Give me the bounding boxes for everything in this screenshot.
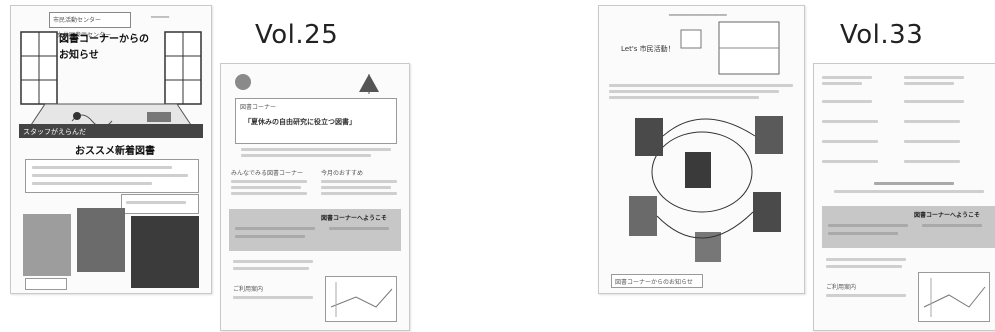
cover-banner: スタッフがえらんだ — [19, 124, 203, 138]
welcome-section: 図書コーナーへようこそ — [822, 206, 995, 248]
cover-footer: 図書コーナーからのお知らせ — [615, 279, 693, 286]
newsletter-thumbnail-vol25-cover[interactable]: 市民活動センター ━━━━━ 男女共同参画センター 図書コーナーからの お知らせ… — [10, 5, 212, 294]
header-box: 市民活動センター — [49, 12, 131, 28]
cover-subtitle: お知らせ — [59, 50, 99, 61]
feature-heading: 「夏休みの自由研究に役立つ図書」 — [244, 118, 356, 126]
book-cover-1 — [23, 214, 71, 276]
cover-small-box — [121, 194, 199, 214]
book-cover-3 — [131, 216, 199, 288]
newsletter-thumbnail-vol25-page2[interactable]: 図書コーナー 「夏休みの自由研究に役立つ図書」 みんなでみる図書コーナー 今月の… — [220, 63, 410, 331]
cover-title: 図書コーナーからの — [59, 34, 149, 45]
footer-text: ご利用案内 — [233, 286, 264, 293]
book-cover-2 — [77, 208, 125, 272]
cover-text-box — [25, 159, 199, 193]
header-illustration — [680, 21, 780, 75]
column2-heading: 今月のおすすめ — [321, 170, 364, 177]
header-line2: 男女共同参画センター — [51, 32, 112, 39]
cover-banner-text: スタッフがえらんだ — [23, 128, 86, 136]
issue-volume-label-25: Vol.25 — [255, 20, 339, 50]
book-caption-1 — [25, 278, 67, 290]
window-illustration — [20, 31, 202, 132]
footer-box: 図書コーナーからのお知らせ — [611, 274, 703, 288]
map-box — [918, 272, 990, 322]
column1-heading: みんなでみる図書コーナー — [231, 170, 304, 177]
issue-volume-label-33: Vol.33 — [840, 20, 924, 50]
newsletter-thumbnail-vol33-cover[interactable]: ━━━━━━━━━━━━━━━━ Let's 市民活動！ 図書コーナーからのお知… — [598, 5, 805, 294]
header-corner: ━━━━━ — [151, 14, 170, 21]
top-note: ━━━━━━━━━━━━━━━━ — [669, 12, 727, 19]
header-line1: 市民活動センター — [53, 17, 102, 24]
cover-title: Let's 市民活動！ — [621, 45, 675, 53]
relation-diagram — [629, 116, 783, 262]
newsletter-thumbnail-vol33-page2[interactable]: 図書コーナーへようこそ ご利用案内 — [813, 63, 995, 331]
welcome-section: 図書コーナーへようこそ — [229, 209, 401, 251]
welcome-title: 図書コーナーへようこそ — [321, 215, 388, 222]
map-box — [325, 276, 397, 322]
welcome-title: 図書コーナーへようこそ — [914, 212, 981, 219]
feature-box: 図書コーナー 「夏休みの自由研究に役立つ図書」 — [235, 98, 397, 144]
feature-label: 図書コーナー — [240, 104, 277, 111]
page-header-illustration — [235, 74, 379, 94]
footer-text: ご利用案内 — [826, 284, 857, 291]
cover-banner2: おススメ新着図書 — [75, 146, 155, 157]
